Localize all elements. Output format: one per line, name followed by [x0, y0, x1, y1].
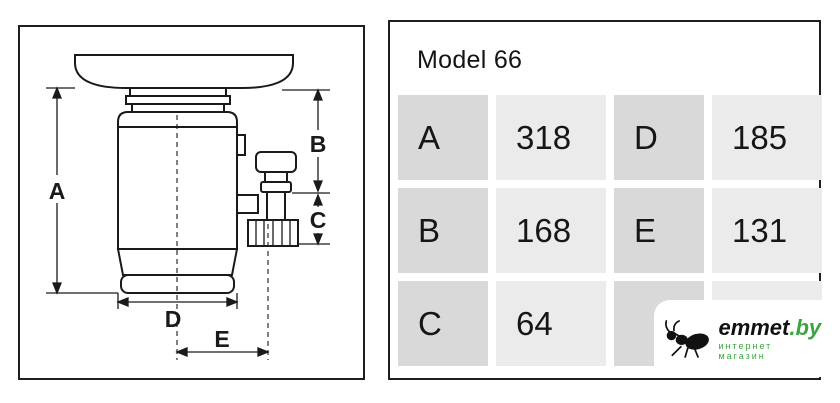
brand-name: emmet.by — [718, 316, 823, 339]
spec-label-e: E — [614, 188, 704, 273]
store-watermark: emmet.by интернет магазин — [654, 300, 827, 377]
spec-value-e: 131 — [712, 188, 822, 273]
sink-outline — [74, 54, 294, 89]
brand-suffix: .by — [789, 315, 822, 341]
disposal-body — [116, 111, 246, 294]
spec-label-a: A — [398, 95, 488, 180]
spec-value-c: 64 — [496, 281, 606, 366]
disposal-drawing: A B — [45, 54, 330, 360]
dimension-b: B — [282, 88, 330, 194]
brand-tagline: интернет магазин — [718, 341, 773, 361]
watermark-text: emmet.by интернет магазин — [718, 316, 823, 361]
model-title: Model 66 — [417, 46, 523, 74]
dimension-e: E — [175, 326, 270, 357]
dimension-a: A — [45, 86, 118, 295]
spec-value-a: 318 — [496, 95, 606, 180]
dim-label-c: C — [310, 207, 327, 233]
outlet-pipe — [236, 151, 299, 247]
dimension-d: D — [116, 293, 239, 332]
ant-icon — [665, 319, 709, 358]
dim-label-d: D — [165, 306, 182, 332]
dimension-c: C — [298, 193, 330, 246]
mounting-flange — [125, 87, 231, 113]
dim-label-b: B — [310, 131, 327, 157]
spec-value-b: 168 — [496, 188, 606, 273]
spec-label-b: B — [398, 188, 488, 273]
dim-label-a: A — [49, 178, 66, 204]
brand-main: emmet — [718, 315, 790, 341]
center-lines — [176, 115, 269, 360]
diagram-panel: A B — [18, 25, 365, 380]
spec-value-d: 185 — [712, 95, 822, 180]
spec-label-c: C — [398, 281, 488, 366]
spec-label-d: D — [614, 95, 704, 180]
dim-label-e: E — [214, 326, 229, 352]
